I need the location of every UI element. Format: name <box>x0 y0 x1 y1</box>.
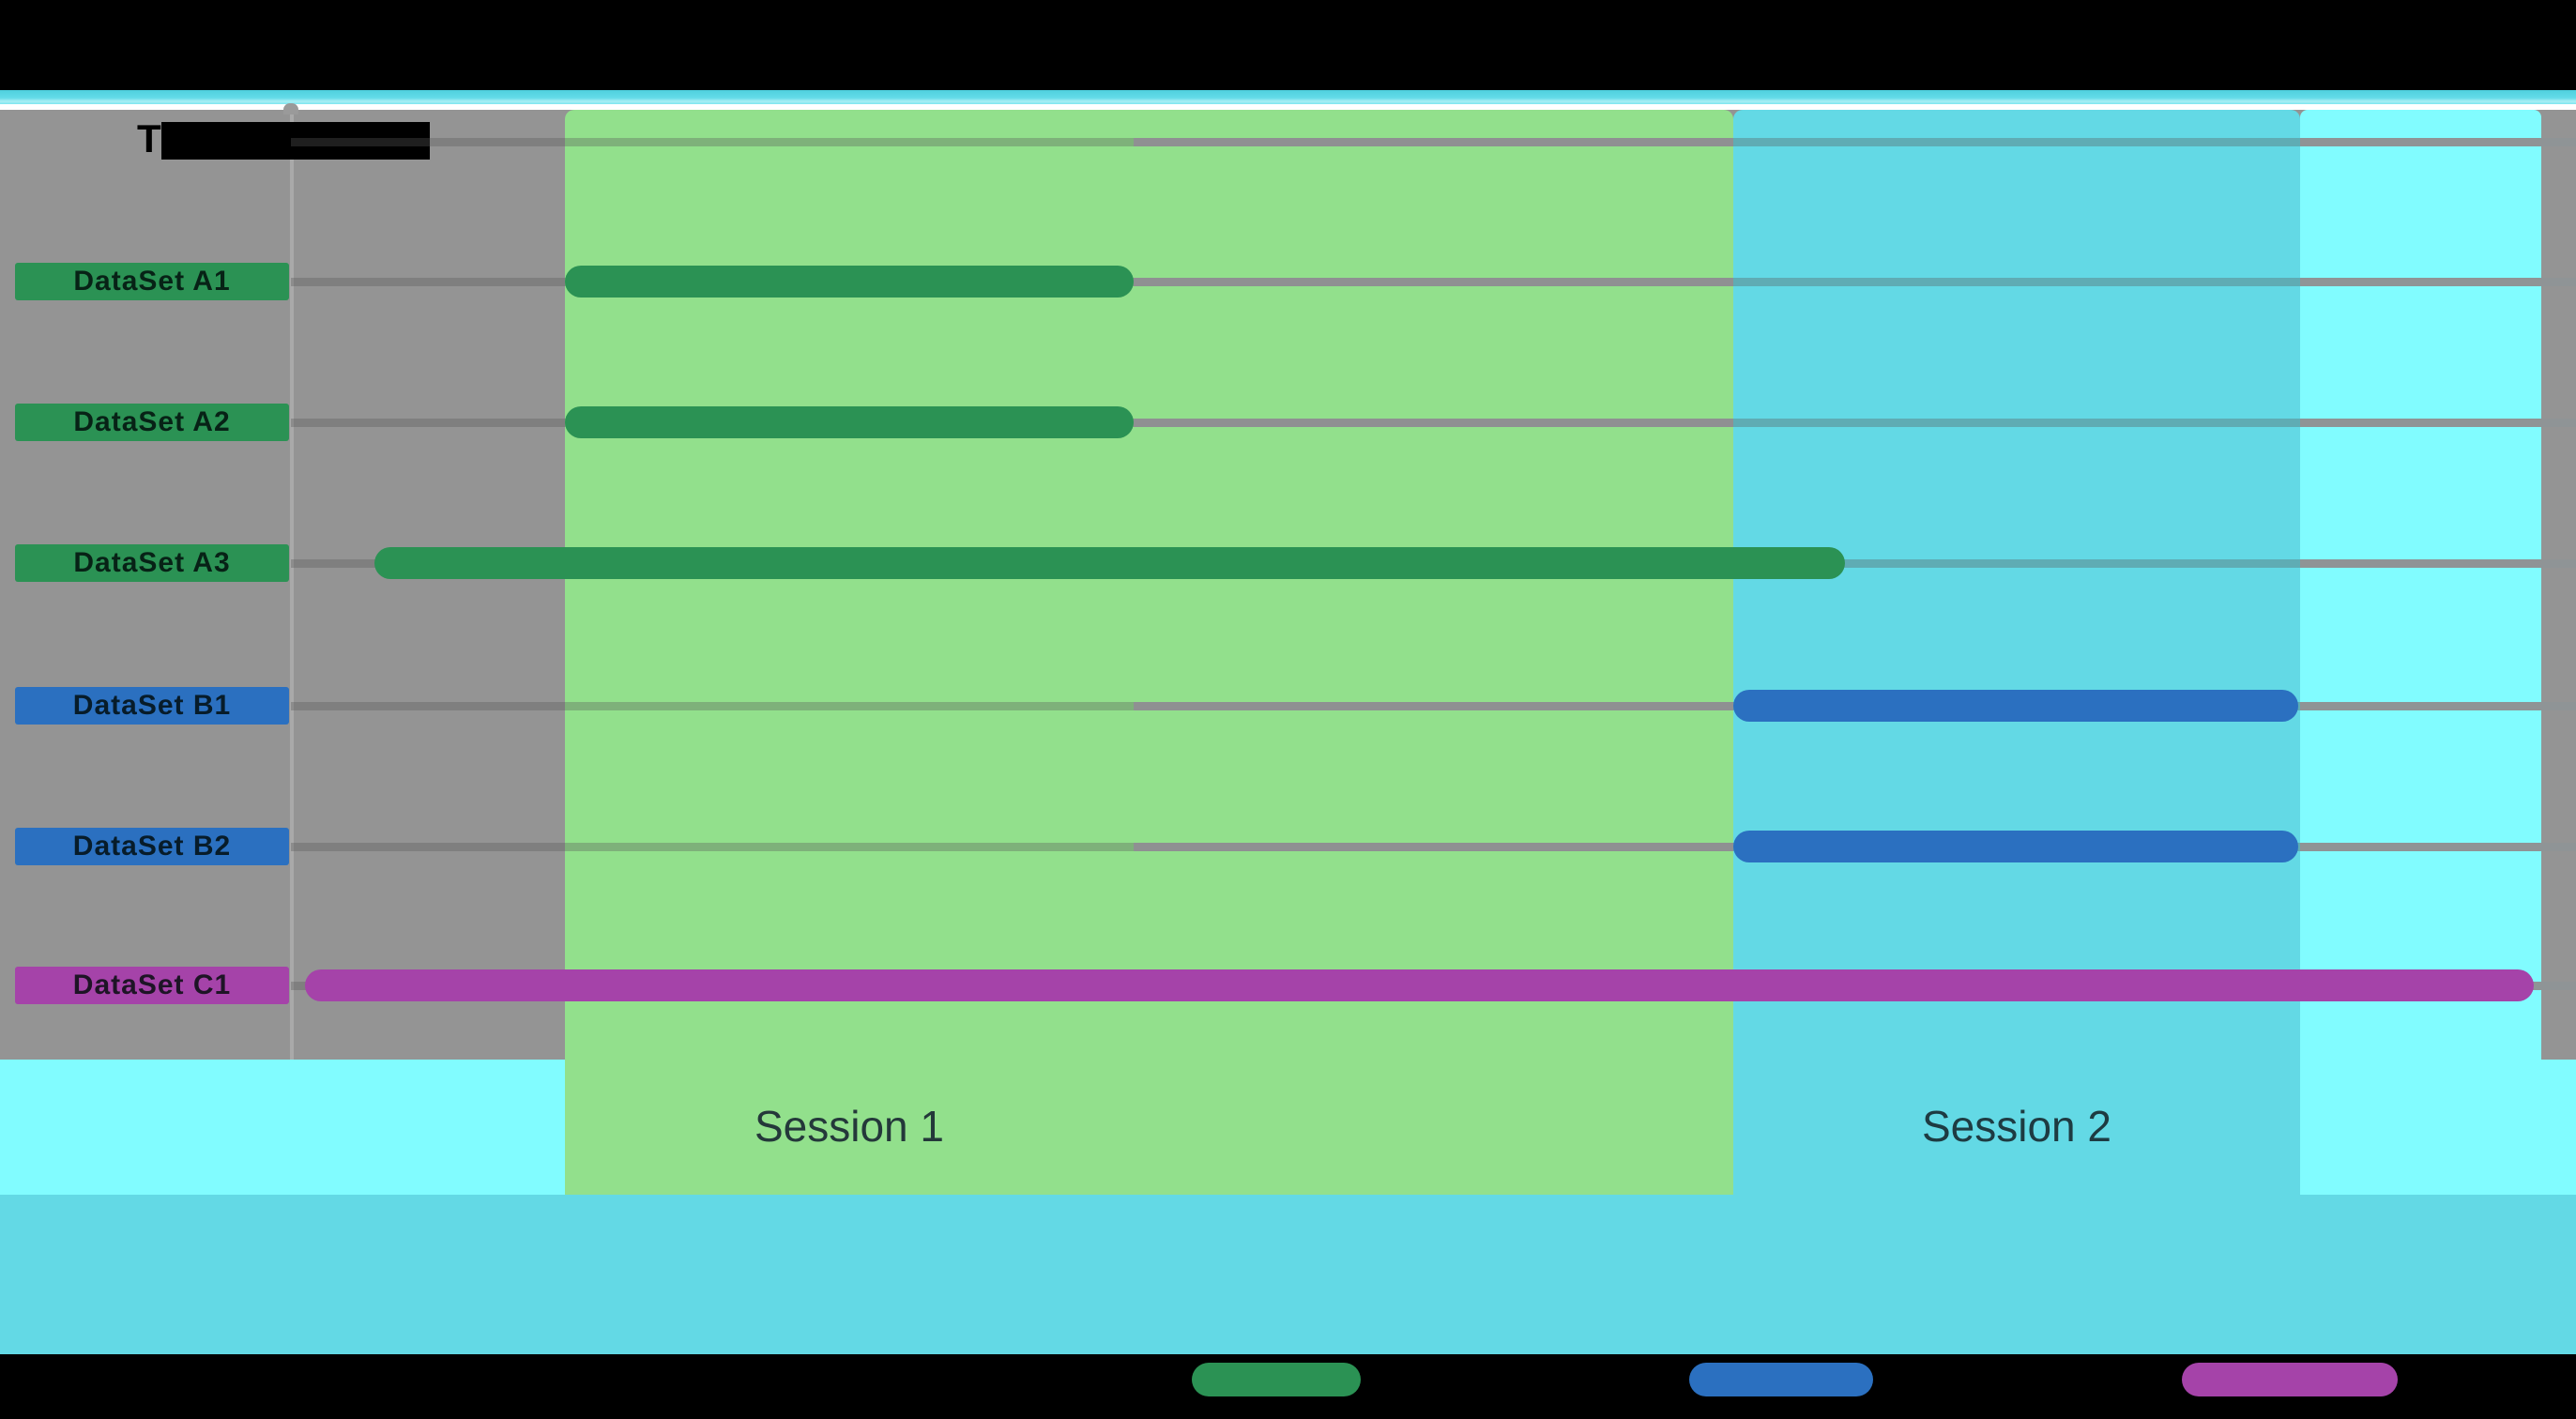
track-line-segment <box>2300 278 2576 286</box>
track-line-segment <box>1733 419 2300 427</box>
row-label-pill: DataSet A1 <box>15 263 289 300</box>
track-line-segment <box>291 702 1134 710</box>
below-chart-left-block <box>0 1060 565 1195</box>
gantt-bar-dataset-b1 <box>1733 690 2298 722</box>
top-cyan-strip <box>0 90 2576 104</box>
track-line-segment <box>1134 278 1733 286</box>
track-line-segment <box>2300 702 2576 710</box>
track-line-segment <box>1134 138 1733 146</box>
row-label-text: DataSet B2 <box>72 831 232 862</box>
gantt-bar-dataset-a1 <box>565 266 1134 298</box>
label-column-divider-cap <box>283 103 298 114</box>
top-white-divider <box>0 104 2576 110</box>
row-label-pill: DataSet C1 <box>15 967 289 1004</box>
track-line-segment <box>1134 702 1733 710</box>
track-line-segment <box>1134 843 1733 851</box>
below-chart-right-block <box>2541 1060 2576 1195</box>
row-label-pill: DataSet B2 <box>15 828 289 865</box>
session-1-label: Session 1 <box>565 1089 1134 1164</box>
track-line-segment <box>2300 843 2576 851</box>
legend-swatch-series-c <box>2182 1363 2398 1396</box>
track-line-segment <box>291 843 1134 851</box>
top-black-band <box>0 0 2576 90</box>
chart-title: T <box>137 118 512 163</box>
session-2-label: Session 2 <box>1733 1089 2300 1164</box>
track-line-segment <box>2300 419 2576 427</box>
row-label-text: DataSet A3 <box>73 547 231 578</box>
gantt-bar-dataset-b2 <box>1733 831 2298 862</box>
gantt-bar-dataset-c1 <box>305 969 2534 1001</box>
session-2-label-text: Session 2 <box>1921 1102 2111 1151</box>
session-2-column <box>1733 110 2300 1195</box>
row-label-text: DataSet A2 <box>73 406 231 437</box>
gantt-bar-dataset-a3 <box>374 547 1845 579</box>
row-label-text: DataSet C1 <box>72 969 232 1000</box>
gantt-bar-dataset-a2 <box>565 406 1134 438</box>
session-1-label-text: Session 1 <box>754 1102 944 1151</box>
row-label-pill: DataSet A2 <box>15 404 289 441</box>
track-line-segment <box>1733 559 2300 568</box>
row-label-text: DataSet B1 <box>72 690 232 721</box>
row-label-pill: DataSet A3 <box>15 544 289 582</box>
row-label-text: DataSet A1 <box>73 266 231 297</box>
track-line-segment <box>1733 278 2300 286</box>
legend-swatch-series-a <box>1192 1363 1361 1396</box>
track-line-segment <box>1733 138 2300 146</box>
track-line-segment <box>2300 559 2576 568</box>
track-line-segment <box>2300 138 2576 146</box>
extra-cyan-column <box>2300 110 2541 1195</box>
track-line-segment <box>291 138 1134 146</box>
chart-title-visible-letter: T <box>137 116 161 160</box>
label-column-divider <box>290 110 294 1060</box>
bottom-teal-band <box>0 1195 2576 1354</box>
track-line-segment <box>1134 419 1733 427</box>
legend-swatch-series-b <box>1689 1363 1873 1396</box>
row-label-pill: DataSet B1 <box>15 687 289 725</box>
chart-title-redaction-box <box>161 122 430 160</box>
